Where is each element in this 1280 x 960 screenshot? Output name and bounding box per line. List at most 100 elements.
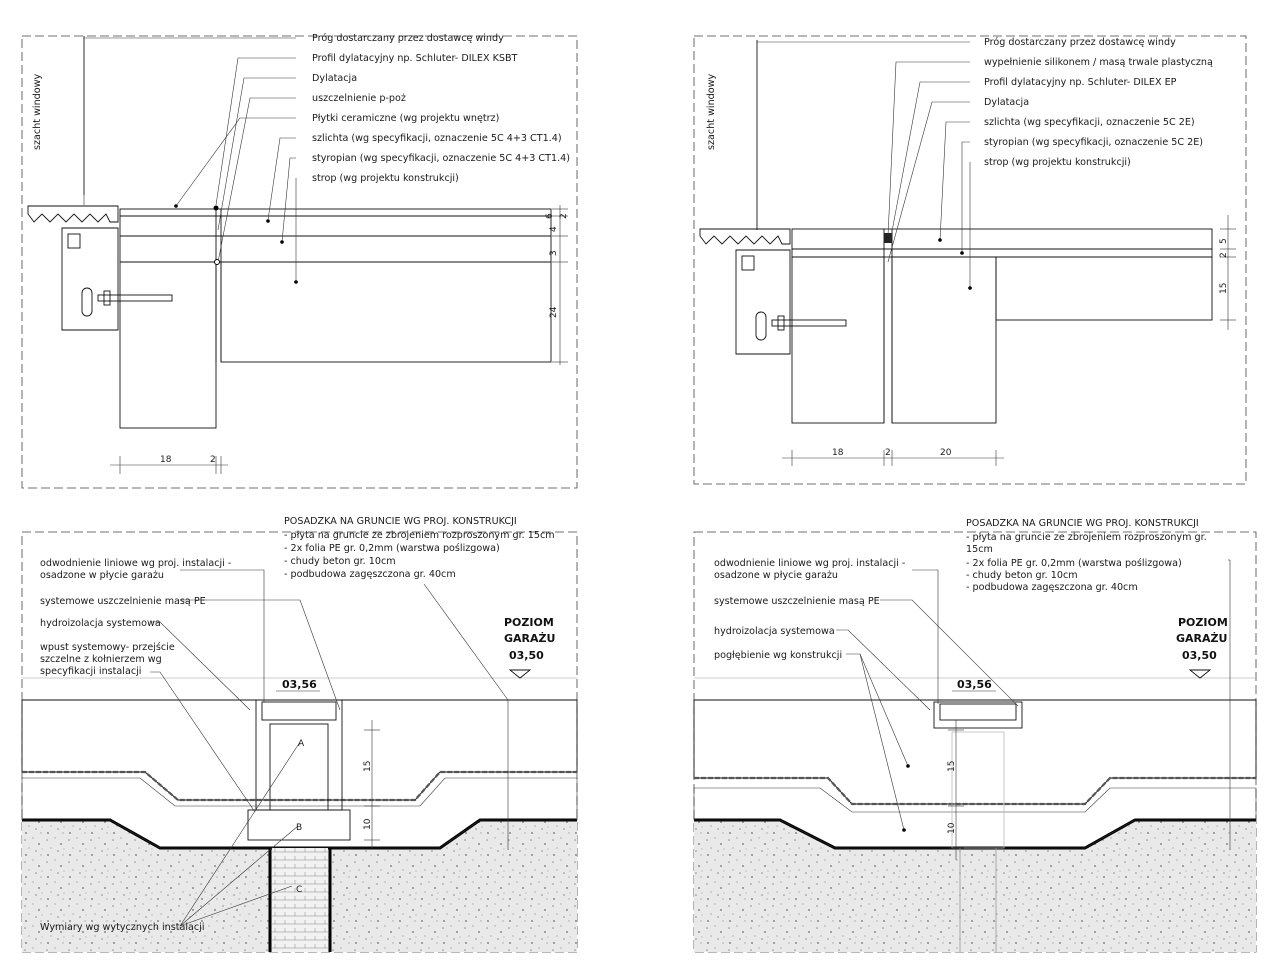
pipe	[272, 848, 328, 952]
level-title-1: POZIOM	[1178, 616, 1228, 629]
beam-section	[891, 256, 997, 424]
callout-slab: strop (wg projektu konstrukcji)	[312, 173, 459, 184]
callout-insulation: styropian (wg specyfikacji, oznaczenie 5…	[984, 137, 1203, 148]
svg-text:4: 4	[549, 226, 559, 232]
callout-profile: Profil dylatacyjny np. Schluter- DILEX E…	[984, 77, 1177, 88]
spec-line: - podbudowa zagęszczona gr. 40cm	[966, 582, 1138, 593]
svg-text:C: C	[296, 885, 302, 895]
lean-concrete	[21, 777, 578, 849]
shaft-label: szacht windowy	[706, 74, 717, 150]
svg-text:10: 10	[947, 822, 957, 834]
dimension-chain: 15 10	[363, 720, 380, 848]
spec-line: - podbudowa zagęszczona gr. 40cm	[284, 569, 456, 580]
ground-slab	[693, 699, 1257, 805]
callout-joint: Dylatacja	[984, 97, 1029, 108]
pe-foil	[22, 770, 577, 802]
callout-pe-seal: systemowe uszczelnienie masą PE	[714, 596, 880, 607]
callout-drain-inlet-2: szczelne z kołnierzem wg	[40, 654, 162, 665]
shaft-label: szacht windowy	[32, 74, 43, 150]
callout-threshold: Próg dostarczany przez dostawcę windy	[312, 32, 504, 44]
level-title-1: POZIOM	[504, 616, 554, 629]
spec-line: - płyta na gruncie ze zbrojeniem rozpros…	[284, 530, 555, 541]
svg-text:15: 15	[1219, 283, 1229, 294]
level-marker-icon	[508, 669, 532, 679]
svg-text:2: 2	[210, 455, 216, 465]
callout-leaders	[83, 37, 298, 284]
svg-text:3: 3	[549, 250, 559, 256]
spec-heading: POSADZKA NA GRUNCIE WG PROJ. KONSTRUKCJI	[284, 516, 517, 527]
wall-section	[791, 256, 885, 424]
drain-level-label: 03,56	[957, 678, 992, 691]
linear-drain-channel	[933, 701, 1023, 729]
spec-line: - chudy beton gr. 10cm	[966, 570, 1078, 581]
level-value: 03,50	[1182, 649, 1217, 662]
svg-text:5: 5	[1219, 238, 1229, 244]
detail-floor-drain-point: 03,56 POZIOM GARAŻU 03,50 POSADZKA NA GR…	[21, 516, 578, 953]
svg-text:2: 2	[1219, 252, 1229, 258]
section-markers: A B C	[296, 739, 305, 895]
floor-spec: POSADZKA NA GRUNCIE WG PROJ. KONSTRUKCJI…	[966, 518, 1231, 850]
callout-waterproofing: hydroizolacja systemowa	[40, 618, 161, 629]
drain-shaft	[269, 723, 329, 811]
floor-spec: POSADZKA NA GRUNCIE WG PROJ. KONSTRUKCJI…	[284, 516, 555, 850]
level-title-2: GARAŻU	[504, 631, 555, 645]
svg-text:6: 6	[545, 213, 555, 219]
callout-pe-seal: systemowe uszczelnienie masą PE	[40, 596, 206, 607]
callout-drain-inlet-3: specyfikacji instalacji	[40, 666, 141, 677]
threshold-profile	[27, 205, 119, 223]
frame	[21, 35, 578, 489]
detail-expansion-joint-ksbt: szacht windowy Próg do	[21, 32, 578, 489]
callout-silicone: wypełnienie silikonem / masą trwale plas…	[984, 57, 1213, 68]
joint-profile	[884, 233, 892, 243]
drain-grate	[261, 701, 337, 721]
callout-drain-inlet: wpust systemowy- przejście	[40, 641, 175, 653]
callout-linear-drain: odwodnienie liniowe wg proj. instalacji …	[714, 558, 905, 569]
drain-flange	[247, 809, 351, 841]
svg-text:15: 15	[947, 761, 957, 772]
callout-texts: Próg dostarczany przez dostawcę windy Pr…	[312, 32, 570, 184]
drain-body	[255, 699, 343, 811]
svg-text:15: 15	[363, 761, 373, 772]
bottom-note: Wymiary wg wytycznych instalacji	[40, 922, 205, 933]
svg-text:2: 2	[559, 213, 569, 219]
callout-insulation: styropian (wg specyfikacji, oznaczenie 5…	[312, 153, 570, 164]
insulation-layer	[791, 248, 1213, 258]
spec-line: - chudy beton gr. 10cm	[284, 556, 396, 567]
slab-section	[995, 256, 1213, 321]
svg-text:10: 10	[363, 818, 373, 830]
callout-threshold: Próg dostarczany przez dostawcę windy	[984, 36, 1176, 48]
insulation-layer	[119, 235, 552, 263]
callout-profile: Profil dylatacyjny np. Schluter- DILEX K…	[312, 53, 518, 64]
spec-line: 15cm	[966, 544, 993, 555]
callout-linear-drain-2: osadzone w płycie garażu	[714, 570, 838, 581]
lean-concrete	[693, 787, 1257, 849]
callout-texts: odwodnienie liniowe wg proj. instalacji …	[40, 558, 231, 933]
callout-texts: odwodnienie liniowe wg proj. instalacji …	[714, 558, 905, 661]
slab-section	[220, 261, 552, 363]
detail-expansion-joint-ep: szacht windowy Próg dostarczany przez do…	[693, 35, 1247, 485]
detail-floor-drain-linear: 03,56 POZIOM GARAŻU 03,50 POSADZKA NA GR…	[693, 518, 1257, 953]
callout-fire-seal: uszczelnienie p-poż	[312, 93, 406, 104]
level-title-2: GARAŻU	[1176, 631, 1227, 645]
callout-slab: strop (wg projektu konstrukcji)	[984, 157, 1131, 168]
callout-leaders	[756, 41, 972, 290]
dimension-chain-right: 2 5 15	[1219, 215, 1236, 330]
threshold-bracket	[735, 249, 791, 355]
drain-level-label: 03,56	[282, 678, 317, 691]
threshold-profile	[699, 228, 791, 245]
svg-text:B: B	[296, 823, 302, 833]
screed-layer	[119, 215, 552, 237]
slot	[81, 287, 93, 317]
dimension-chain: 15 10	[947, 720, 964, 860]
screed-layer	[791, 228, 1213, 250]
callout-screed: szlichta (wg specyfikacji, oznaczenie 5C…	[984, 117, 1195, 128]
tile-layer	[119, 208, 552, 217]
callout-leaders	[836, 569, 1019, 832]
spec-line: - 2x folia PE gr. 0,2mm (warstwa poślizg…	[284, 542, 500, 554]
pe-foil	[694, 776, 1256, 806]
drain-grate	[939, 703, 1017, 721]
ground-slab	[21, 699, 578, 801]
callout-joint: Dylatacja	[312, 73, 357, 84]
deepening-outline	[951, 731, 1005, 849]
